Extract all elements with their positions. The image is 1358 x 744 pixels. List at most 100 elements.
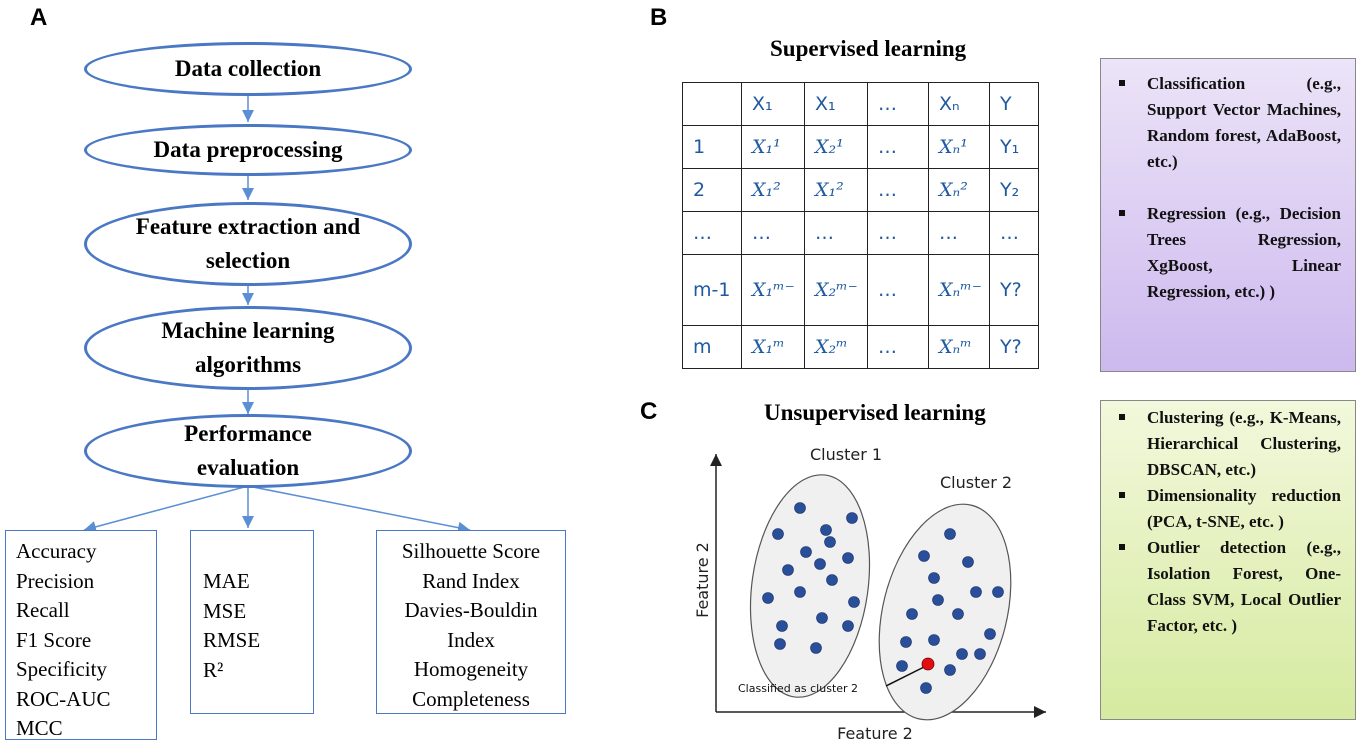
method-text: Dimensionality reduction (PCA, t-SNE, et… [1147,486,1341,531]
table-row: 2 X₁² X₁² … Xₙ² Y₂ [682,168,1039,212]
table-cell: Xₙᵐ⁻ [928,254,990,326]
cluster-2-label: Cluster 2 [940,473,1012,492]
metric-item: MSE [203,598,247,623]
table-cell: Y₁ [989,125,1039,169]
table-cell: X₁ᵐ [741,325,805,369]
step-data-collection: Data collection [84,42,412,96]
table-cell: … [867,211,929,255]
cluster-2-ellipse [878,503,1012,721]
unsupervised-methods-box: Clustering (e.g., K-Means, Hierarchical … [1100,400,1356,720]
data-point [826,574,838,586]
list-item: Classification (e.g., Support Vector Mac… [1119,71,1341,175]
regression-metrics-box: MAE MSE RMSE R² [190,530,314,714]
table-cell: … [741,211,805,255]
metric-item: Completeness [412,686,530,711]
table-cell: m [682,325,742,369]
data-point [794,586,806,598]
data-point [906,608,918,620]
table-cell: Y₂ [989,168,1039,212]
table-cell: X₂ᵐ [804,325,868,369]
data-point [896,660,908,672]
data-point [782,564,794,576]
data-point [848,596,860,608]
connector-arrow [247,485,471,534]
classification-metrics-box: Accuracy Precision Recall F1 Score Speci… [5,530,157,740]
metric-item: R² [203,657,224,682]
list-item: Outlier detection (e.g., Isolation Fores… [1119,535,1341,639]
metric-item: Davies-Bouldin Index [404,598,538,652]
data-point [820,524,832,536]
method-text: Outlier detection (e.g., Isolation Fores… [1147,538,1341,635]
table-cell: Xₙ [928,82,990,126]
metric-item: Precision [16,568,95,593]
step-data-preprocessing: Data preprocessing [84,124,412,176]
data-point [974,648,986,660]
bullet-icon [1119,414,1125,420]
data-point [984,628,996,640]
metric-item: Accuracy [16,539,97,563]
table-cell: X₁ [804,82,868,126]
table-cell: X₁² [741,168,805,212]
supervised-data-table: X₁ X₁ … Xₙ Y 1 X₁¹ X₂¹ … Xₙ¹ Y₁ 2 X₁² X₁… [682,82,1039,369]
cluster-1-points [762,502,860,654]
table-cell: … [867,325,929,369]
cluster-1-label: Cluster 1 [810,445,882,464]
table-row: 1 X₁¹ X₂¹ … Xₙ¹ Y₁ [682,125,1039,169]
metric-item: Specificity [16,657,107,681]
metric-item: Rand Index [422,568,520,593]
data-point [918,550,930,562]
table-row: m X₁ᵐ X₂ᵐ … Xₙᵐ Y? [682,325,1039,369]
data-point [800,546,812,558]
table-cell: … [989,211,1039,255]
data-point [814,558,826,570]
connector-arrow [83,485,249,533]
metric-item: MCC [16,716,63,740]
data-point [920,682,932,694]
metric-item: Homogeneity [413,657,529,681]
data-point [970,586,982,598]
unsupervised-title: Unsupervised learning [764,400,986,425]
table-cell: X₁² [804,168,868,212]
data-point [842,620,854,632]
data-point [952,608,964,620]
table-cell: Xₙ² [928,168,990,212]
data-point [776,620,788,632]
panel-label-c: C [640,398,658,425]
data-point [774,638,786,650]
bullet-icon [1119,80,1125,86]
table-cell: Y? [989,325,1039,369]
table-cell: … [867,82,929,126]
table-row: … … … … … … [682,211,1039,255]
data-point [932,594,944,606]
data-point [928,572,940,584]
data-point [816,612,828,624]
table-cell: X₂ᵐ⁻ [804,254,868,326]
cluster-scatter-plot: Feature 2 Feature 2 Cluster 1 Cluster 2 … [693,445,1046,743]
table-cell: m-1 [682,254,742,326]
list-item: Dimensionality reduction (PCA, t-SNE, et… [1119,483,1341,535]
table-cell: … [804,211,868,255]
data-point [992,586,1004,598]
data-point [928,634,940,646]
table-cell: … [867,168,929,212]
step-performance-evaluation: Performance evaluation [84,414,412,488]
metric-item: F1 Score [16,627,92,652]
y-axis-label: Feature 2 [693,542,712,618]
data-point [762,592,774,604]
method-text: Classification (e.g., Support Vector Mac… [1147,74,1341,171]
step-feature-extraction: Feature extraction and selection [84,202,412,286]
table-cell: Xₙᵐ [928,325,990,369]
clustering-metrics-box: Silhouette Score Rand Index Davies-Bould… [376,530,566,714]
metric-item: Recall [16,598,70,622]
table-cell: 2 [682,168,742,212]
bullet-icon [1119,492,1125,498]
metric-item: ROC-AUC [16,686,111,711]
data-point [810,642,822,654]
data-point [824,536,836,548]
table-cell: 1 [682,125,742,169]
table-cell: Y? [989,254,1039,326]
data-point [900,636,912,648]
table-cell: Y [989,82,1039,126]
metric-item: MAE [203,569,250,593]
table-cell [682,82,742,126]
